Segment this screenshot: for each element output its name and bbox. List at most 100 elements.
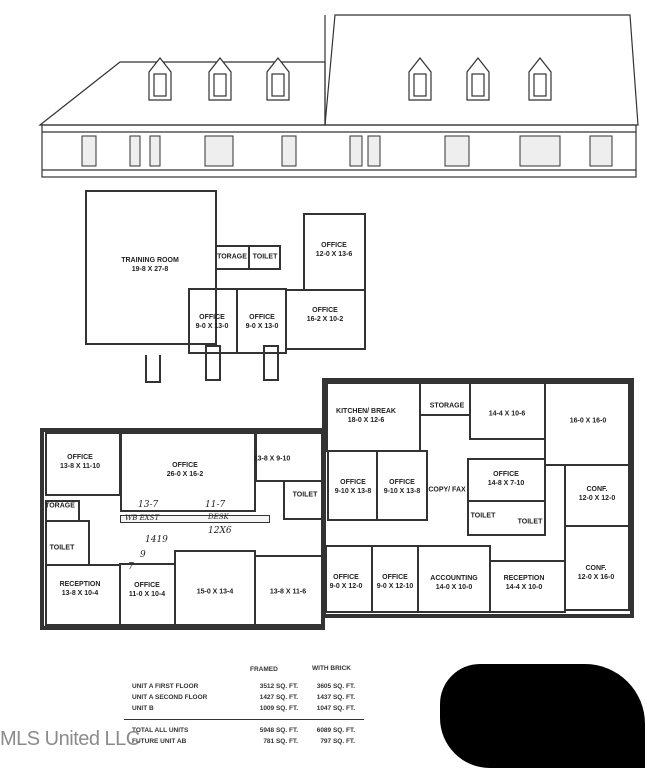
room-size: 16-2 X 10-2: [306, 316, 344, 323]
area-row-framed: 1427 SQ. FT.: [259, 694, 298, 701]
room-size: 14-4 X 10-6: [488, 410, 526, 418]
area-row-brick: 6089 SQ. FT.: [316, 727, 355, 734]
room: [283, 480, 325, 520]
room-name: OFFICE: [340, 479, 366, 486]
room-label: 13-8 X 9-10: [254, 455, 291, 464]
room-name: OFFICE: [389, 479, 415, 486]
room-size: 9-0 X 12-0: [329, 583, 363, 590]
room: [376, 450, 428, 521]
window-icon: [149, 135, 161, 167]
room-name: RECEPTION: [59, 581, 101, 588]
area-row-label: UNIT A SECOND FLOOR: [132, 694, 208, 701]
room: [467, 500, 546, 536]
header-framed: FRAMED: [250, 666, 278, 673]
handwritten-note: DESK: [208, 513, 229, 521]
room-size: 9-0 X 13-0: [245, 323, 279, 330]
room-size: 14-0 X 10-0: [435, 584, 473, 591]
redaction-blob: [440, 664, 645, 768]
room-label: 14-4 X 10-6: [489, 410, 526, 419]
area-row-brick: 3605 SQ. FT.: [316, 683, 355, 690]
handwritten-note: 13-7: [138, 500, 159, 510]
area-row-label: UNIT A FIRST FLOOR: [132, 683, 199, 690]
room-size: 13-8 X 10-4: [61, 590, 99, 597]
stair-landing: [205, 345, 221, 381]
area-row-framed: 5948 SQ. FT.: [259, 727, 298, 734]
room-name: TORAGE: [217, 253, 247, 261]
room-label: OFFICE 9-0 X 13-0: [246, 313, 279, 331]
room-label: TOILET: [293, 491, 318, 500]
window-icon: [367, 135, 381, 167]
front-elevation-drawing: [38, 14, 639, 178]
room-label: STORAGE: [430, 402, 465, 411]
room-name: KITCHEN/ BREAK: [336, 408, 396, 415]
room-name: OFFICE: [333, 574, 359, 581]
room-size: 9-0 X 12-10: [376, 583, 414, 590]
room-name: TOILET: [49, 544, 75, 552]
window-icon: [281, 135, 297, 167]
handwritten-note: 1419: [145, 535, 168, 545]
window-icon: [519, 135, 561, 167]
room-size: 13-8 X 11-6: [269, 588, 307, 596]
room-name: OFFICE: [172, 462, 198, 469]
window-icon: [129, 135, 141, 167]
room-name: OFFICE: [249, 314, 275, 321]
room-name: COPY/ FAX: [428, 486, 466, 494]
room-name: OFFICE: [312, 307, 338, 314]
handwritten-note: 12X6: [208, 526, 232, 536]
room: [489, 560, 566, 613]
desk-sketch: [120, 515, 270, 523]
room-label: TOILET: [50, 544, 75, 553]
handwritten-note: 9: [140, 550, 146, 560]
room-label: TOILET: [471, 512, 496, 521]
room-size: 9-10 X 13-8: [383, 488, 421, 495]
room-label: OFFICE 9-0 X 12-10: [377, 573, 414, 591]
room-label: CONF.12-0 X 12-0: [579, 485, 616, 503]
handwritten-note: 11-7: [205, 500, 226, 510]
room-label: OFFICE 9-0 X 12-0: [330, 573, 363, 591]
stair-landing: [145, 355, 161, 383]
room-name: OFFICE: [67, 454, 93, 461]
room-label: TORAGE: [217, 253, 247, 262]
room-name: TOILET: [517, 518, 543, 526]
handwritten-note: WB EXST: [125, 514, 160, 522]
area-row-label: TOTAL ALL UNITS: [132, 727, 189, 734]
room-size: 14-4 X 10-0: [505, 584, 543, 591]
room-label: OFFICE 16-2 X 10-2: [307, 306, 344, 324]
room-name: TOILET: [252, 253, 278, 261]
window-icon: [444, 135, 470, 167]
room-size: 18-0 X 12-6: [347, 417, 385, 424]
room: [419, 382, 471, 416]
window-icon: [81, 135, 97, 167]
area-row-brick: 1437 SQ. FT.: [316, 694, 355, 701]
room-label: CONF.12-0 X 16-0: [578, 564, 615, 582]
room-name: OFFICE: [321, 242, 347, 249]
room-name: OFFICE: [199, 314, 225, 321]
room-size: 11-0 X 10-4: [128, 591, 166, 598]
room-name: OFFICE: [493, 471, 519, 478]
table-divider: [124, 719, 364, 720]
room-size: 13-8 X 9-10: [253, 455, 291, 463]
room-label: 13-8 X 11-6: [270, 588, 306, 597]
window-icon: [349, 135, 363, 167]
room-size: 26-0 X 16-2: [166, 471, 204, 478]
room-size: 12-0 X 13-6: [315, 251, 353, 258]
room-label: TORAGE: [45, 502, 75, 511]
room-size: 14-8 X 7-10: [487, 480, 525, 487]
room-name: ACCOUNTING: [430, 575, 478, 582]
room-name: TORAGE: [45, 502, 75, 510]
stair-landing: [263, 345, 279, 381]
room-name: STORAGE: [429, 402, 465, 410]
room-name: OFFICE: [134, 582, 160, 589]
room-name: CONF.: [585, 565, 607, 572]
area-row-framed: 3512 SQ. FT.: [259, 683, 298, 690]
room-name: CONF.: [586, 486, 608, 493]
room-name: OFFICE: [382, 574, 408, 581]
room-label: KITCHEN/ BREAK 18-0 X 12-6: [336, 407, 396, 425]
window-icon: [589, 135, 613, 167]
room-name: TOILET: [292, 491, 318, 499]
room-office-2f-d: [285, 289, 366, 350]
room-label: COPY/ FAX: [428, 486, 465, 495]
